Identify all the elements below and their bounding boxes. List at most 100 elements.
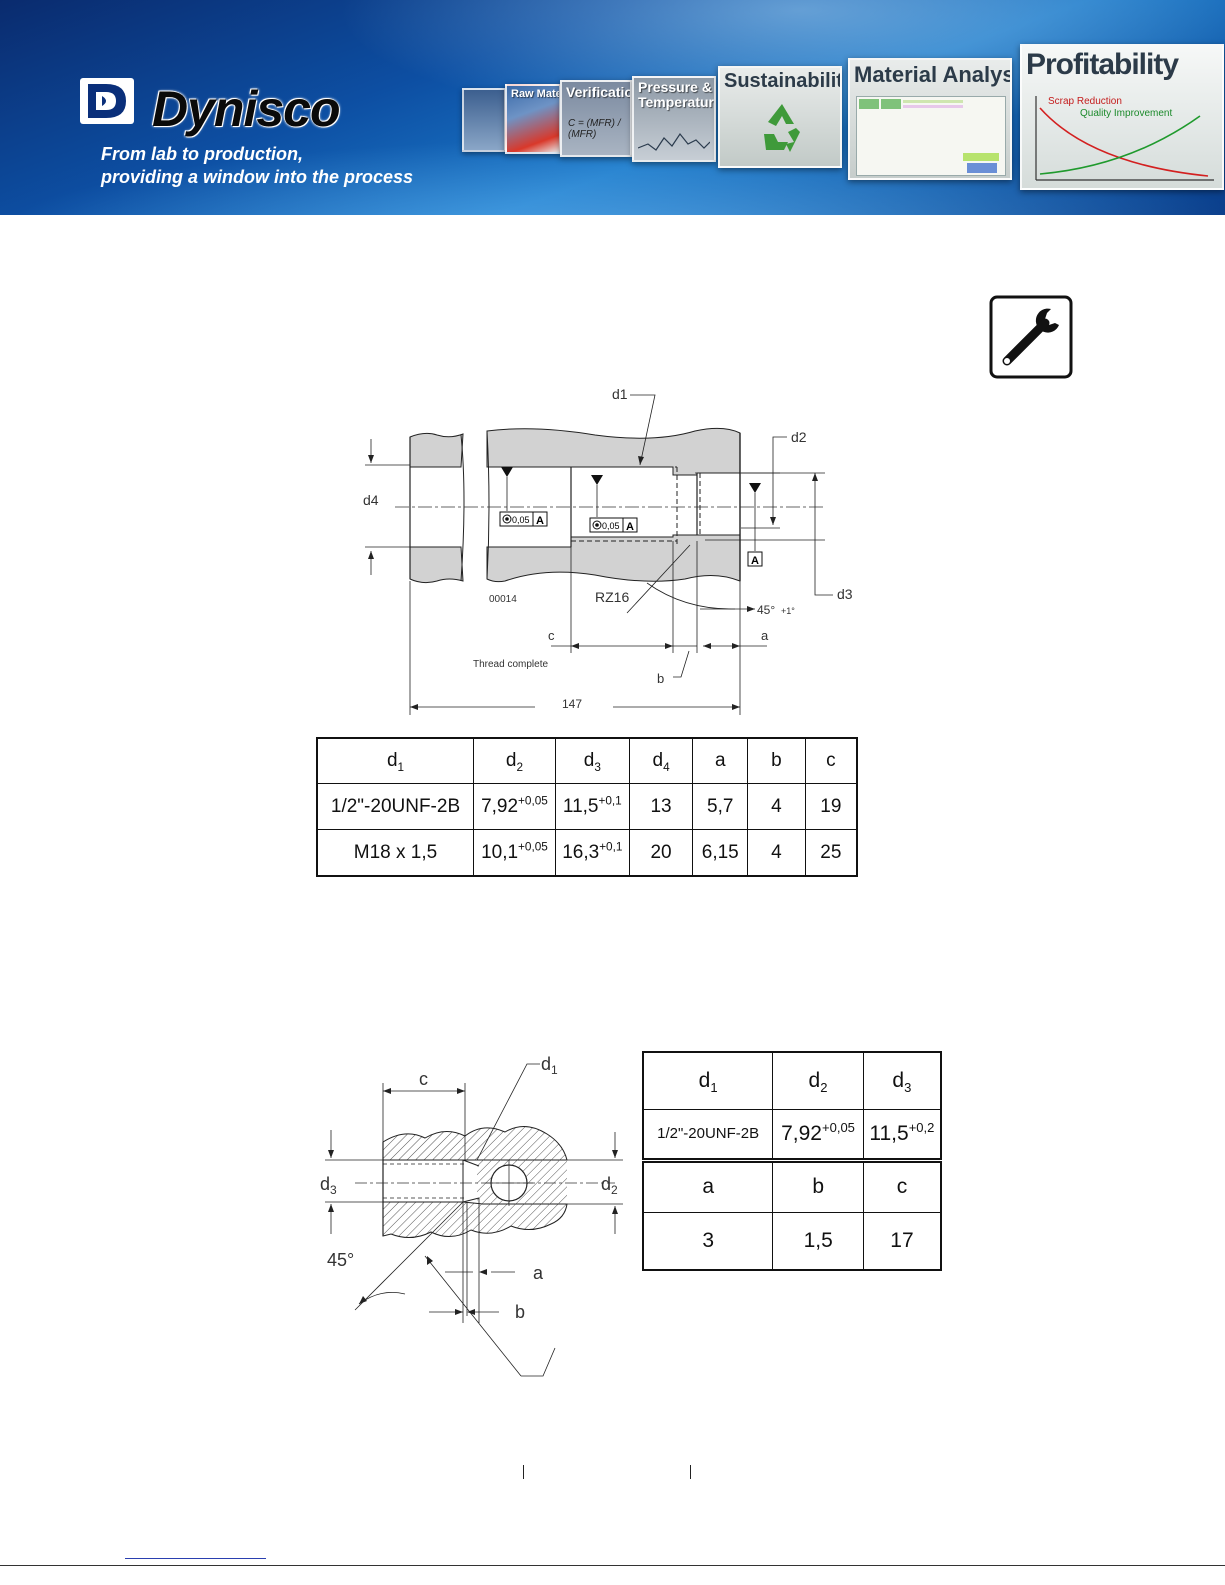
header-c: c xyxy=(804,737,858,784)
header-d3: d3 xyxy=(862,1051,942,1110)
d2-label-d2: d2 xyxy=(601,1174,618,1197)
label-b: b xyxy=(657,671,664,686)
header-banner: Dynisco From lab to production, providin… xyxy=(0,0,1225,215)
wrench-icon xyxy=(989,295,1073,379)
table-row: 3 1,5 17 xyxy=(642,1211,942,1271)
panel-title: Raw Materials xyxy=(511,88,561,100)
line-graph-icon xyxy=(638,132,710,151)
panel-sustainability: Sustainability xyxy=(718,66,842,168)
label-d3: d3 xyxy=(837,586,853,602)
arrowheads xyxy=(368,455,818,710)
header-a: a xyxy=(692,737,749,784)
screen-thumbnail xyxy=(856,96,1006,176)
header-d2: d2 xyxy=(473,737,556,784)
panel-pressure-temperature: Pressure & Temperature xyxy=(632,76,716,162)
table-header-row: d1 d2 d3 d4 a b c xyxy=(316,737,858,784)
header-b: b xyxy=(747,737,806,784)
datum-a-box: A xyxy=(751,555,759,567)
panel-raw-materials: Raw Materials xyxy=(505,84,561,154)
cell-d4: 20 xyxy=(628,829,694,877)
header-c: c xyxy=(862,1161,942,1213)
header-d4: d4 xyxy=(628,737,694,784)
roughness-label: RZ16 xyxy=(595,589,629,605)
quality-improvement-label: Quality Improvement xyxy=(1080,108,1173,119)
banner-tagline: From lab to production, providing a wind… xyxy=(101,143,413,189)
panel-title: Verification xyxy=(566,84,630,100)
table-row: 1/2"-20UNF-2B 7,92+0,05 11,5+0,1 13 5,7 … xyxy=(316,783,858,830)
cell-d3: 11,5+0,1 xyxy=(554,783,630,830)
drawing-body xyxy=(395,427,825,584)
drawing2-dimensions xyxy=(325,1063,623,1377)
profit-curves-graphic xyxy=(1035,96,1214,181)
cell-c: 19 xyxy=(804,783,858,830)
scrap-reduction-label: Scrap Reduction xyxy=(1048,96,1122,107)
brand-name: Dynisco xyxy=(152,81,341,137)
panel-material-analysis: Material Analysis xyxy=(848,58,1012,180)
footer-separator xyxy=(690,1465,691,1479)
cell-c: 17 xyxy=(862,1211,942,1271)
footer-link-underline[interactable] xyxy=(125,1558,266,1559)
recycle-icon xyxy=(764,104,800,152)
cell-d2: 7,92+0,05 xyxy=(772,1108,864,1160)
table-row: 1/2"-20UNF-2B 7,92+0,05 11,5+0,2 xyxy=(642,1108,942,1160)
part-code: 00014 xyxy=(489,594,517,605)
thread-complete-label: Thread complete xyxy=(473,659,548,670)
angle-label: 45° xyxy=(757,603,775,617)
header-b: b xyxy=(772,1161,864,1213)
d2-label-d3: d3 xyxy=(320,1174,337,1197)
banner-photo-strip xyxy=(462,88,506,152)
cell-d3: 11,5+0,2 xyxy=(862,1108,942,1160)
label-d2: d2 xyxy=(791,429,807,445)
tagline-line-2: providing a window into the process xyxy=(101,167,414,187)
cell-d1: 1/2"-20UNF-2B xyxy=(316,783,475,830)
header-d1: d1 xyxy=(642,1051,774,1110)
panel-title: Sustainability xyxy=(724,70,842,92)
tolerance-value-1: 0,05 xyxy=(512,515,530,525)
header-d2: d2 xyxy=(772,1051,864,1110)
overall-length-label: 147 xyxy=(562,697,582,711)
cell-d1: M18 x 1,5 xyxy=(316,829,475,877)
label-a: a xyxy=(761,628,769,643)
cell-a: 3 xyxy=(642,1211,774,1271)
table-header-row: a b c xyxy=(642,1161,942,1213)
footer-rule xyxy=(0,1565,1225,1566)
d2-label-b: b xyxy=(515,1302,525,1322)
d2-label-a: a xyxy=(533,1263,544,1283)
cell-b: 1,5 xyxy=(772,1211,864,1271)
cell-d4: 13 xyxy=(628,783,694,830)
header-d3: d3 xyxy=(554,737,630,784)
panel-profitability: Profitability Scrap Reduction Quality Im… xyxy=(1020,44,1224,190)
cell-b: 4 xyxy=(747,829,806,877)
datum-ref-1: A xyxy=(536,515,544,527)
cell-d2: 10,1+0,05 xyxy=(473,829,556,877)
d2-label-c: c xyxy=(419,1069,428,1089)
panel-title: Material Analysis xyxy=(854,62,1010,87)
cell-a: 6,15 xyxy=(692,829,749,877)
drawing2-arrowheads xyxy=(328,1088,618,1315)
label-c: c xyxy=(548,628,555,643)
header-d1: d1 xyxy=(316,737,475,784)
table-header-row: d1 d2 d3 xyxy=(642,1051,942,1110)
tolerance-frame-1: 0,05 A xyxy=(499,511,548,527)
label-d4: d4 xyxy=(363,492,379,508)
dimension-table-2: d1 d2 d3 1/2"-20UNF-2B 7,92+0,05 11,5+0,… xyxy=(642,1051,942,1160)
cell-b: 4 xyxy=(747,783,806,830)
drawing2-body xyxy=(355,1126,615,1238)
header-a: a xyxy=(642,1161,774,1213)
panel-title: Pressure & Temperature xyxy=(638,79,716,110)
port-drawing-1: 0,05 A 0,05 A A xyxy=(363,386,853,715)
dimension-table-3: a b c 3 1,5 17 xyxy=(642,1161,942,1271)
port-drawing-2: c d1 d3 d2 45° a b xyxy=(320,1054,623,1377)
dimension-table-1: d1 d2 d3 d4 a b c 1/2"-20UNF-2B 7,92+0,0… xyxy=(316,737,858,877)
cell-c: 25 xyxy=(804,829,858,877)
footer-separator xyxy=(523,1465,524,1479)
dynisco-logo-icon xyxy=(80,78,134,124)
cell-a: 5,7 xyxy=(692,783,749,830)
table-row: M18 x 1,5 10,1+0,05 16,3+0,1 20 6,15 4 2… xyxy=(316,829,858,877)
datum-ref-2: A xyxy=(626,521,634,533)
panel-title: Profitability xyxy=(1026,48,1179,81)
panel-verification: Verification C = (MFR) / (MFR) xyxy=(560,80,632,157)
tolerance-value-2: 0,05 xyxy=(602,521,620,531)
tagline-line-1: From lab to production, xyxy=(101,144,303,164)
cell-d3: 16,3+0,1 xyxy=(554,829,630,877)
